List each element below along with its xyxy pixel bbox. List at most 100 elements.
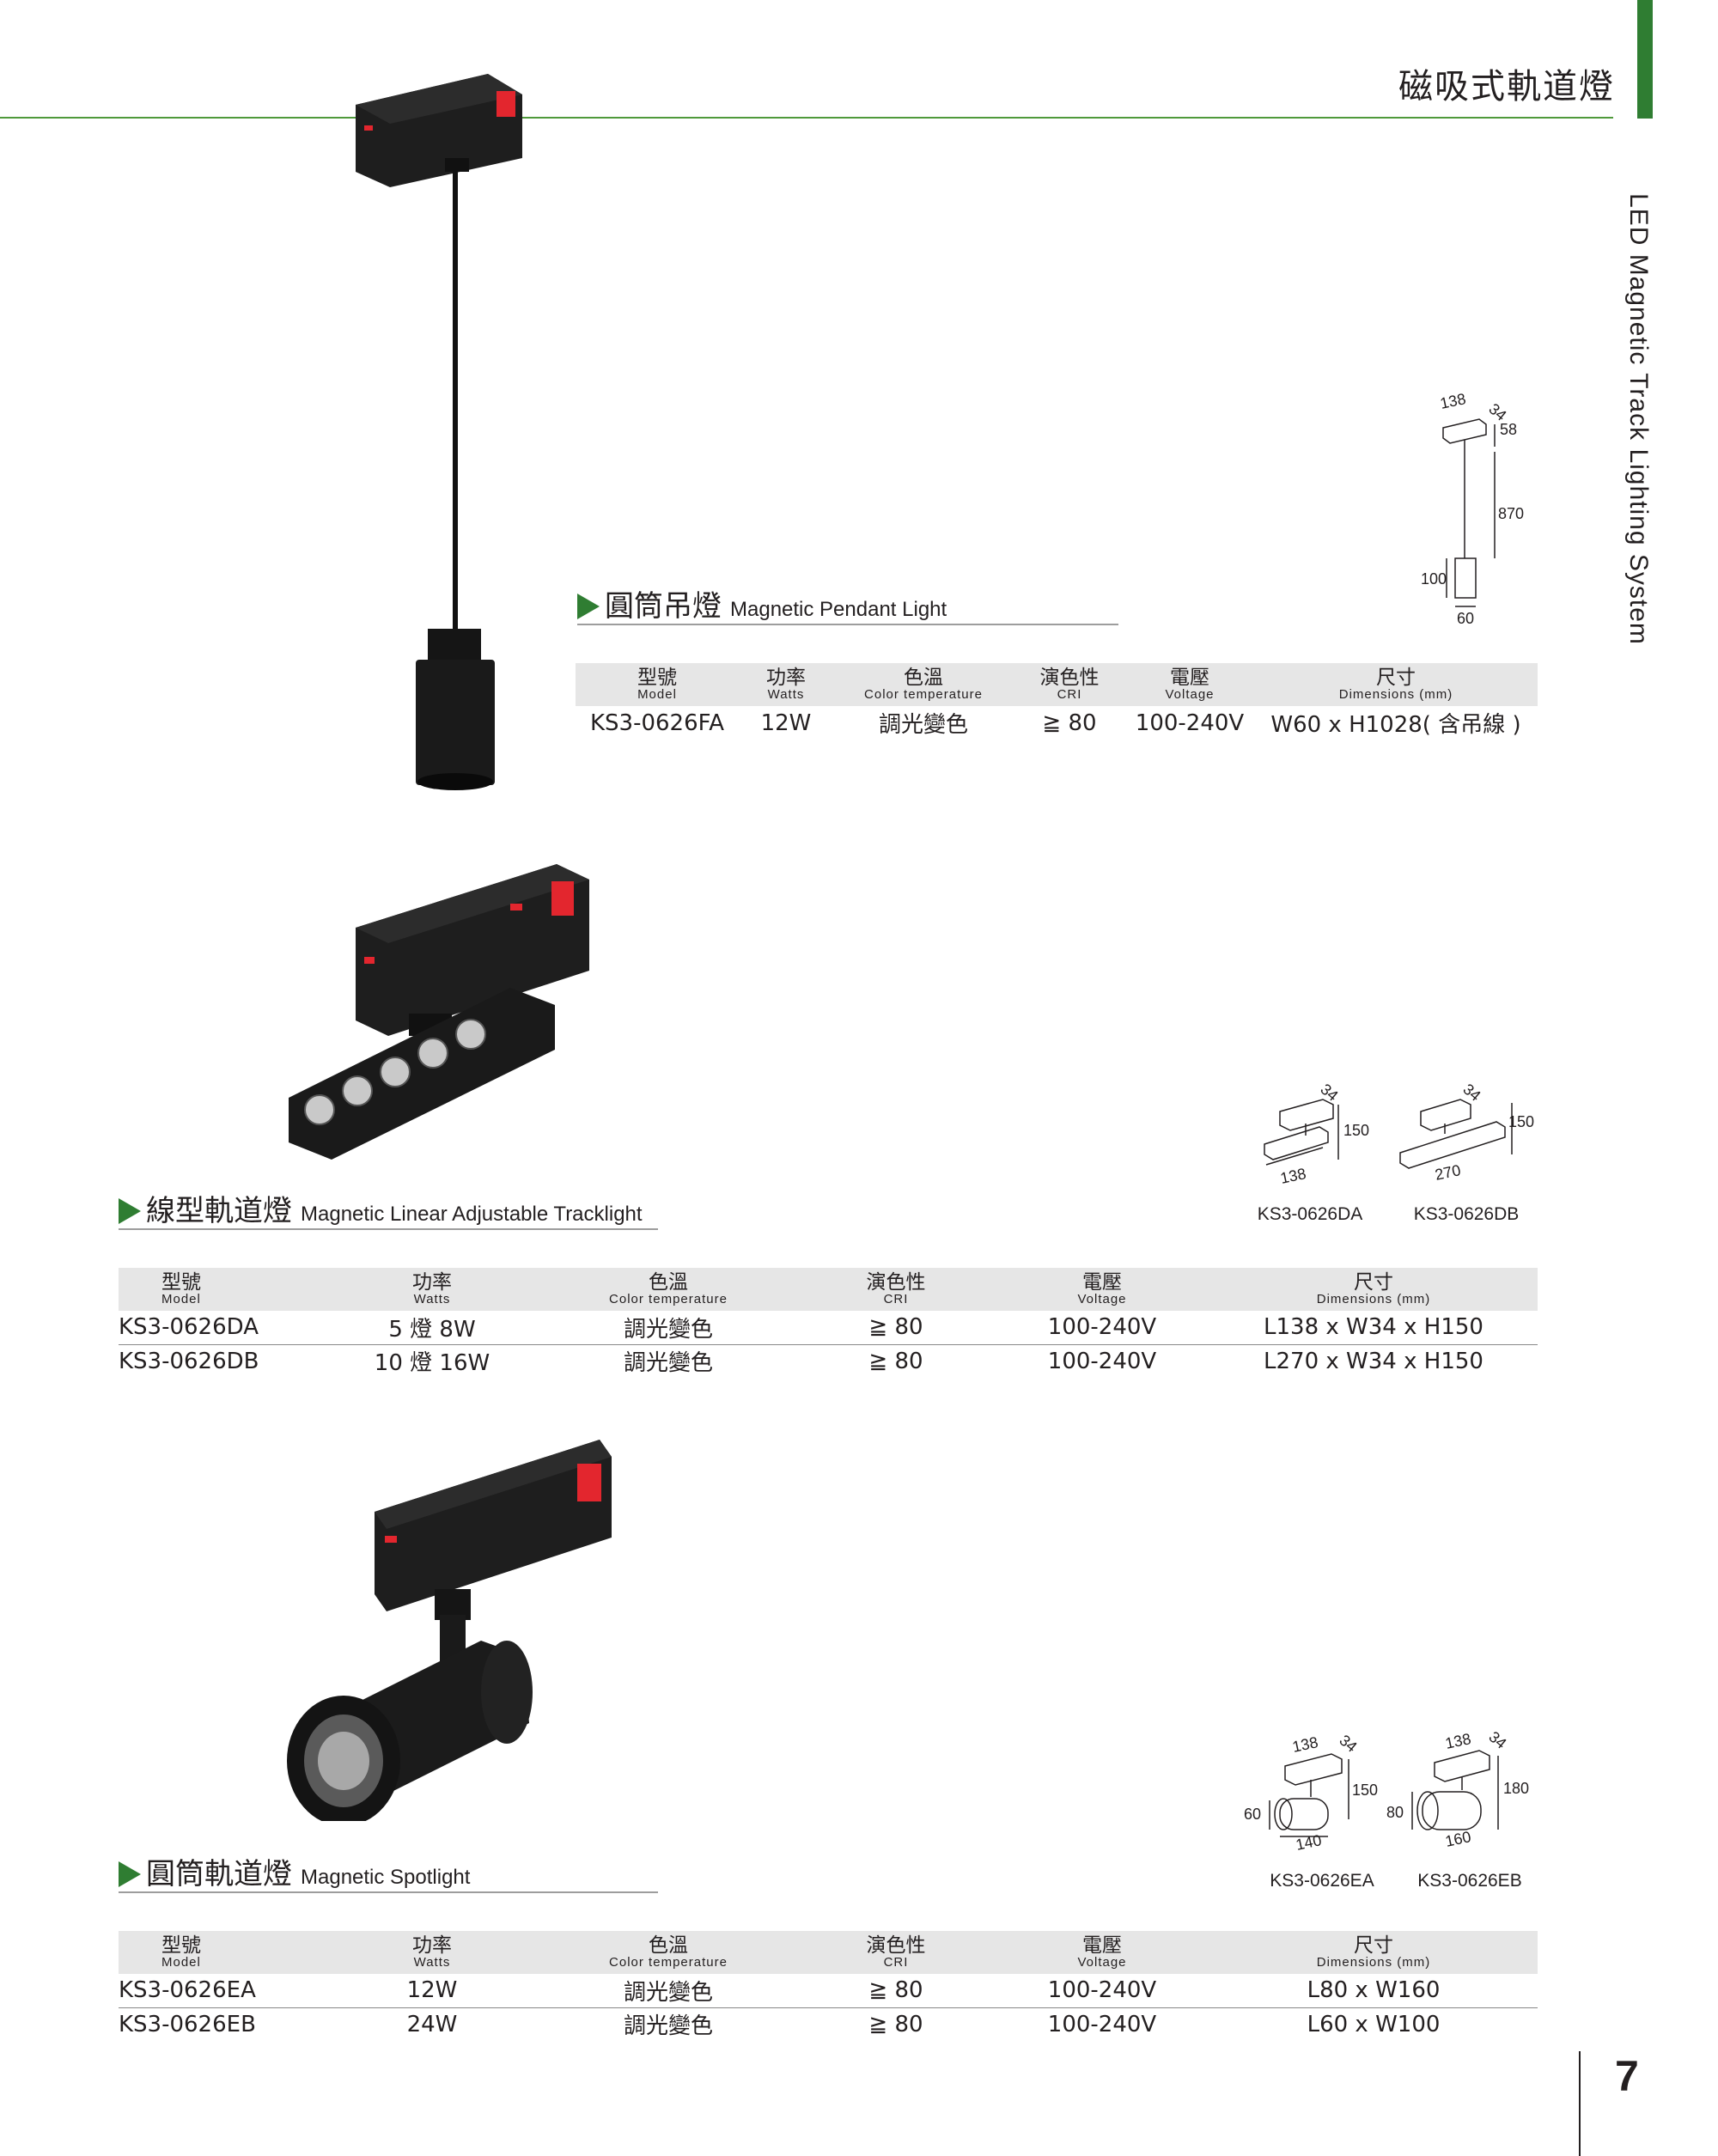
page-category-title: 磁吸式軌道燈 bbox=[1398, 67, 1615, 107]
dim-label: 138 bbox=[1291, 1733, 1320, 1756]
cell-watts: 10 燈 16W bbox=[374, 1350, 490, 1377]
pendant-dimension-diagram: 138 34 58 870 100 60 bbox=[1421, 390, 1524, 627]
dim-label: 150 bbox=[1352, 1781, 1378, 1799]
dim-label: 34 bbox=[1336, 1732, 1360, 1756]
triangle-bullet-icon bbox=[119, 1198, 141, 1224]
dim-label: 34 bbox=[1485, 1728, 1509, 1752]
table-row: KS3-0626DA 5 燈 8W 調光變色 ≧ 80 100-240V L13… bbox=[119, 1311, 1538, 1345]
cell-cri: ≧ 80 bbox=[797, 1974, 995, 2008]
cell-color: 調光變色 bbox=[878, 712, 968, 738]
dim-label: 870 bbox=[1498, 505, 1524, 522]
spot-eb-dimension-diagram: 138 34 180 80 160 bbox=[1386, 1728, 1529, 1850]
cell-color: 調光變色 bbox=[539, 1974, 797, 2008]
section-rule bbox=[119, 1891, 658, 1893]
cell-dimensions: L138 x W34 x H150 bbox=[1209, 1311, 1538, 1345]
cell-voltage: 100-240V bbox=[1047, 2011, 1157, 2037]
section-title-spotlight: 圓筒軌道燈 Magnetic Spotlight bbox=[119, 1850, 470, 1892]
dim-label: 140 bbox=[1295, 1831, 1324, 1854]
cell-cri: ≧ 80 bbox=[797, 1311, 995, 1345]
cell-cri: ≧ 80 bbox=[1042, 710, 1097, 736]
cell-cri: ≧ 80 bbox=[868, 1348, 923, 1374]
linear-da-dimension-diagram: 34 150 138 bbox=[1264, 1081, 1369, 1185]
header-accent-bar bbox=[1637, 0, 1653, 119]
cell-watts: 12W bbox=[325, 1974, 539, 2008]
cell-cri: ≧ 80 bbox=[868, 2011, 923, 2037]
dim-label: 180 bbox=[1503, 1780, 1529, 1797]
dim-label: 58 bbox=[1500, 421, 1517, 438]
section-title-zh: 圓筒軌道燈 bbox=[146, 1857, 292, 1891]
cell-model: KS3-0626DB bbox=[119, 1348, 259, 1374]
dim-label: 80 bbox=[1386, 1804, 1404, 1821]
page-number: 7 bbox=[1615, 2052, 1639, 2100]
pendant-light-photo bbox=[356, 74, 522, 790]
section-rule bbox=[119, 1228, 658, 1230]
dim-label: 138 bbox=[1444, 1730, 1473, 1752]
dim-label: 60 bbox=[1457, 610, 1474, 627]
cell-color: 調光變色 bbox=[623, 2013, 713, 2040]
diagram-caption: KS3-0626EB bbox=[1417, 1871, 1522, 1891]
side-label: LED Magnetic Track Lighting System bbox=[1615, 193, 1666, 657]
connector-red-icon bbox=[551, 881, 574, 916]
cell-dimensions: L270 x W34 x H150 bbox=[1264, 1348, 1483, 1374]
dim-label: 138 bbox=[1439, 390, 1468, 412]
linear-db-dimension-diagram: 34 150 270 bbox=[1399, 1081, 1534, 1184]
cell-dimensions: L60 x W100 bbox=[1307, 2011, 1441, 2037]
diagram-caption: KS3-0626EA bbox=[1270, 1871, 1374, 1891]
section-title-pendant: 圓筒吊燈 Magnetic Pendant Light bbox=[577, 582, 947, 624]
cell-voltage: 100-240V bbox=[1135, 710, 1245, 736]
triangle-bullet-icon bbox=[119, 1861, 141, 1887]
dim-label: 160 bbox=[1444, 1828, 1473, 1850]
connector-red-icon bbox=[497, 91, 515, 117]
section-title-zh: 圓筒吊燈 bbox=[605, 589, 722, 624]
linear-tracklight-photo bbox=[289, 864, 589, 1160]
dim-label: 138 bbox=[1279, 1165, 1308, 1185]
cell-voltage: 100-240V bbox=[995, 1311, 1209, 1345]
spot-ea-dimension-diagram: 138 34 150 60 140 bbox=[1244, 1732, 1378, 1854]
table-row: KS3-0626DB 10 燈 16W 調光變色 ≧ 80 100-240V L… bbox=[119, 1344, 1538, 1378]
side-label-text: LED Magnetic Track Lighting System bbox=[1624, 193, 1653, 645]
cell-voltage: 100-240V bbox=[1047, 1348, 1157, 1374]
cell-model: KS3-0626EA bbox=[119, 1974, 325, 2008]
triangle-bullet-icon bbox=[577, 594, 600, 619]
section-title-en: Magnetic Pendant Light bbox=[730, 598, 947, 621]
page-number-rule bbox=[1579, 2051, 1581, 2156]
diagram-caption: KS3-0626DB bbox=[1413, 1204, 1520, 1224]
cell-watts: 5 燈 8W bbox=[325, 1311, 539, 1345]
connector-red-icon bbox=[577, 1464, 601, 1501]
cell-dimensions: W60 x H1028( 含吊線 ) bbox=[1270, 712, 1521, 738]
cell-color: 調光變色 bbox=[623, 1350, 713, 1377]
section-title-en: Magnetic Linear Adjustable Tracklight bbox=[301, 1203, 643, 1226]
table-row: KS3-0626EB 24W 調光變色 ≧ 80 100-240V L60 x … bbox=[119, 2007, 1538, 2041]
cell-model: KS3-0626FA bbox=[590, 710, 724, 736]
section-title-en: Magnetic Spotlight bbox=[301, 1866, 471, 1889]
dim-label: 34 bbox=[1317, 1081, 1341, 1105]
header-rule bbox=[0, 117, 1613, 119]
cell-watts: 12W bbox=[760, 710, 812, 736]
dim-label: 150 bbox=[1508, 1113, 1534, 1130]
cell-voltage: 100-240V bbox=[995, 1974, 1209, 2008]
